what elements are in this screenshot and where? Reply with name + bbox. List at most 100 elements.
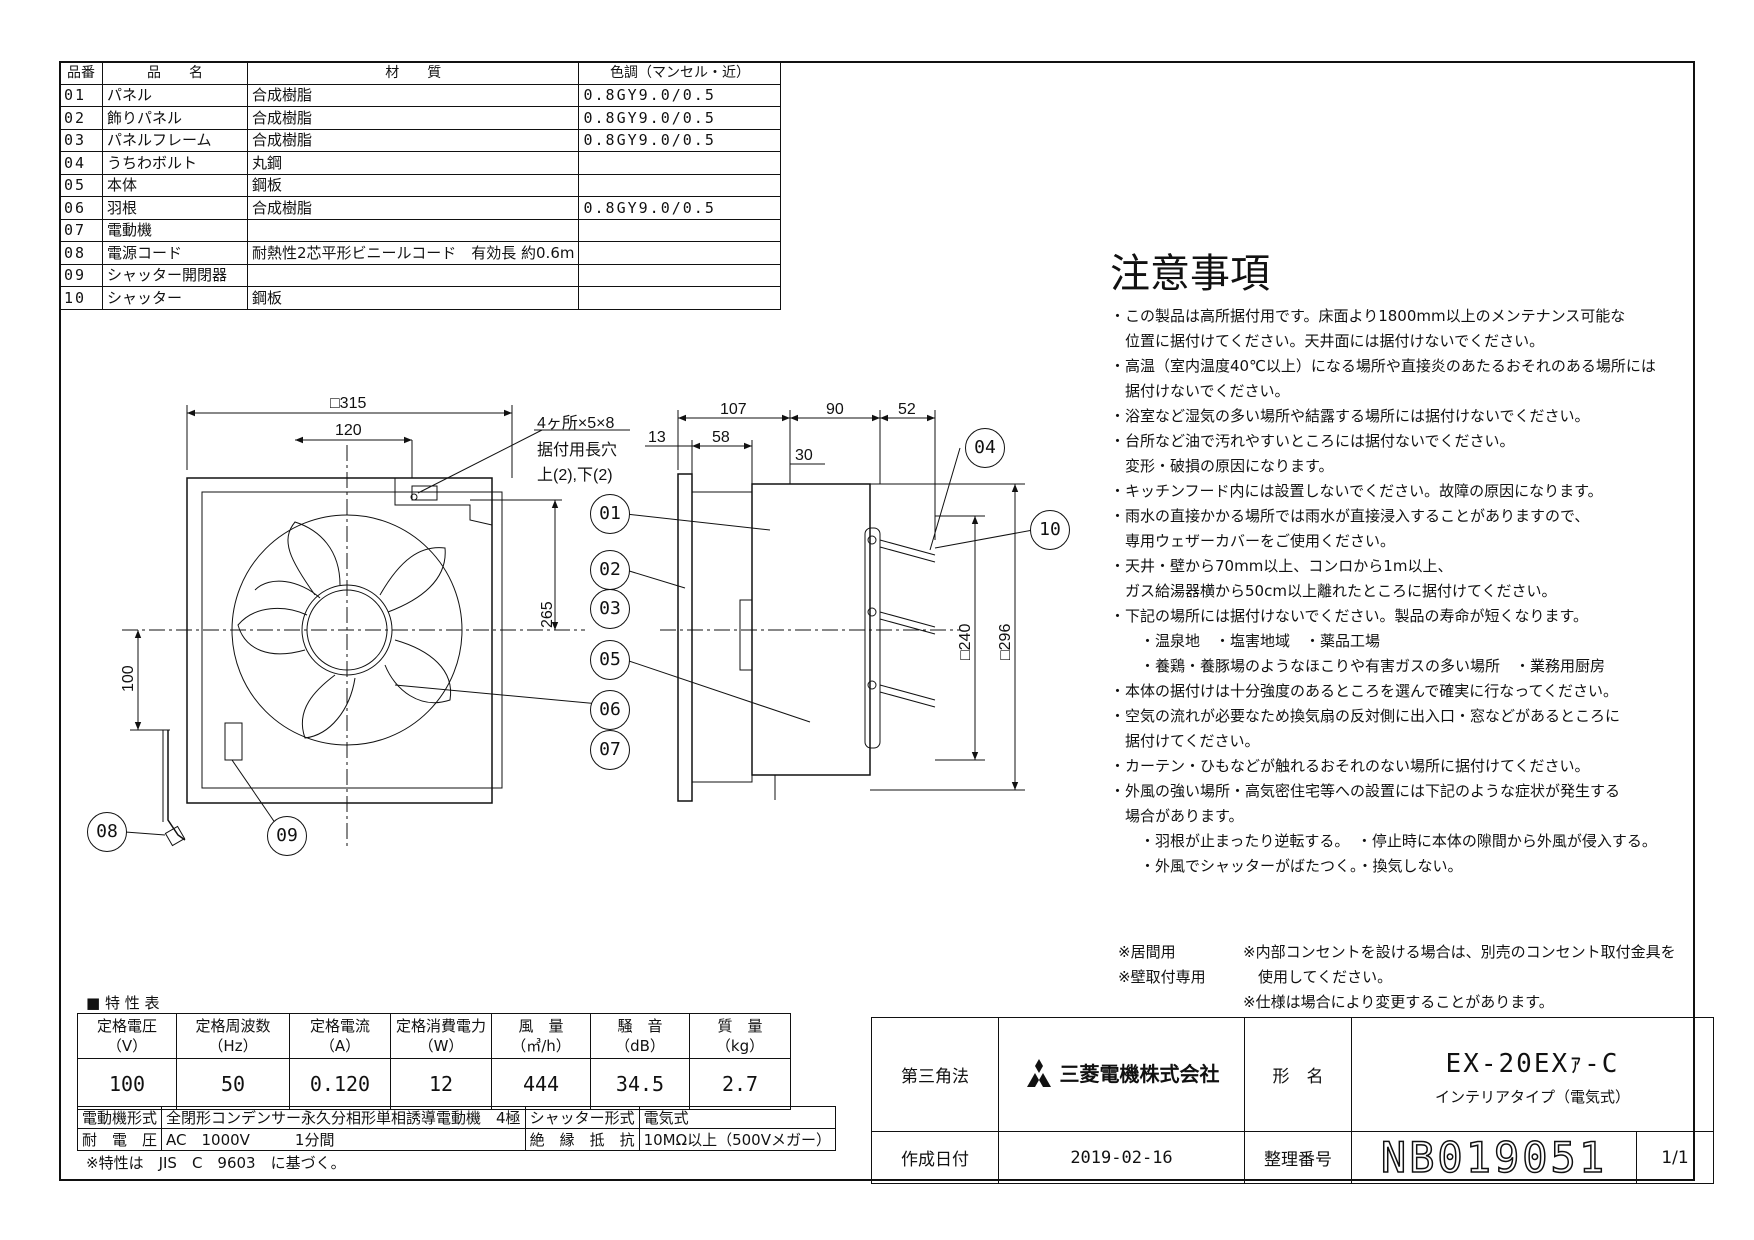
caution-line: ・本体の据付けは十分強度のあるところを選んで確実に行なってください。 <box>1110 682 1619 700</box>
footer-note-outlet-2: 使用してください。 <box>1243 968 1393 986</box>
dim-315-label: □315 <box>330 395 366 412</box>
caution-line: ・この製品は高所据付用です。床面より1800mm以上のメンテナンス可能な <box>1110 307 1626 325</box>
part-no: 10 <box>59 286 103 310</box>
spec-header-name: 定格周波数 <box>195 1017 271 1035</box>
spec-header: 風 量 （㎥/h） <box>491 1013 591 1059</box>
spec-header: 騒 音（dB） <box>590 1013 690 1059</box>
part-name: 飾りパネル <box>102 106 248 130</box>
caution-line: ・キッチンフード内には設置しないでください。故障の原因になります。 <box>1110 482 1603 500</box>
part-name: 羽根 <box>102 196 248 220</box>
callout-09: 09 <box>267 816 307 856</box>
part-name: パネル <box>102 83 248 107</box>
caution-line: 据付けないでください。 <box>1110 382 1290 400</box>
spec-header: 定格電流（A） <box>289 1013 391 1059</box>
part-name: うちわボルト <box>102 151 248 175</box>
spec-table: 定格電圧（V）定格周波数（Hz）定格電流（A）定格消費電力（W）風 量（㎥/h）… <box>77 1013 791 1110</box>
spec-header-unit: （A） <box>319 1037 361 1055</box>
side-bracket <box>864 527 881 749</box>
header-part-name: 品 名 <box>102 61 248 85</box>
side-shutter-blades <box>879 539 936 701</box>
dim-107-label: 107 <box>720 401 747 418</box>
power-cord <box>167 730 186 841</box>
callout-05: 05 <box>590 640 630 680</box>
part-no: 08 <box>59 241 103 265</box>
front-shutter-housing <box>394 478 493 526</box>
callout-01: 01 <box>590 494 630 534</box>
caution-line: ・外風でシャッターがばたつく。・換気しない。 <box>1110 857 1463 875</box>
caution-line: ・外風の強い場所・高気密住宅等への設置には下記のような症状が発生する <box>1110 782 1621 800</box>
spec-value: 100 <box>77 1058 177 1110</box>
shutter-switch <box>224 722 243 761</box>
caution-line: ・温泉地 ・塩害地域 ・薬品工場 <box>1110 632 1381 650</box>
part-material: 鋼板 <box>246 173 580 197</box>
caution-notes: 注意事項 ・この製品は高所据付用です。床面より1800mm以上のメンテナンス可能… <box>1110 248 1657 879</box>
spec-note: ※特性は JIS C 9603 に基づく。 <box>86 1154 346 1172</box>
insulation-value: 10MΩ以上（500Vメガー） <box>638 1128 836 1151</box>
spec-header-name: 風 量 <box>518 1017 564 1035</box>
spec-value: 2.7 <box>689 1058 791 1110</box>
spec-header: 質 量（kg） <box>689 1013 791 1059</box>
hole-note-3: 上(2),下(2) <box>537 466 613 484</box>
dim-30-label: 30 <box>795 447 813 464</box>
caution-line: ・空気の流れが必要なため換気扇の反対側に出入口・窓などがあるところに <box>1110 707 1621 725</box>
spec-value: 34.5 <box>590 1058 690 1110</box>
spec-table-title: ■ 特 性 表 <box>86 994 160 1012</box>
part-material: 合成樹脂 <box>246 196 580 220</box>
spec-header-unit: （㎥/h） <box>511 1037 571 1055</box>
spec-header: 定格電圧（V） <box>77 1013 177 1059</box>
spec-value: 50 <box>176 1058 290 1110</box>
hole-leader <box>417 429 543 494</box>
dim-90-label: 90 <box>826 401 844 418</box>
front-outer-panel <box>186 477 493 804</box>
model-cell: EX-20EXｧ-C インテリアタイプ（電気式） <box>1351 1017 1714 1132</box>
callout-06: 06 <box>590 690 630 730</box>
caution-line: 変形・破損の原因になります。 <box>1110 457 1334 475</box>
footer-note-living: ※居間用 <box>1118 943 1176 961</box>
spec-header-name: 騒 音 <box>617 1017 663 1035</box>
part-color: 0.8GY9.0/0.5 <box>578 106 782 130</box>
caution-line: 場合があります。 <box>1110 807 1244 825</box>
side-panel <box>677 473 693 802</box>
caution-line: 据付けてください。 <box>1110 732 1260 750</box>
motor-type-value: 全閉形コンデンサー永久分相形単相誘導電動機 4極 <box>161 1106 526 1129</box>
part-name: シャッター <box>102 286 248 310</box>
part-name: パネルフレーム <box>102 128 248 152</box>
creation-date: 2019-02-16 <box>998 1131 1245 1184</box>
part-color <box>578 173 782 197</box>
caution-line: ・浴室など湿気の多い場所や結露する場所には据付けないでください。 <box>1110 407 1590 425</box>
callout-08: 08 <box>87 812 127 852</box>
ref-number-label: 整理番号 <box>1244 1131 1352 1184</box>
spec-table-extra: 電動機形式 全閉形コンデンサー永久分相形単相誘導電動機 4極 シャッター形式 電… <box>76 1106 836 1151</box>
caution-line: ・羽根が止まったり逆転する。 ・停止時に本体の隙間から外風が侵入する。 <box>1110 832 1657 850</box>
model-label: 形 名 <box>1244 1017 1352 1132</box>
footer-note-spec-change: ※仕様は場合により変更することがあります。 <box>1243 993 1554 1011</box>
callout-02: 02 <box>590 550 630 590</box>
footer-note-wall: ※壁取付専用 <box>1118 968 1206 986</box>
callout-07: 07 <box>590 730 630 770</box>
dim-100-label: 100 <box>120 665 137 692</box>
part-color <box>578 151 782 175</box>
ref-number: NB019051 <box>1351 1131 1637 1184</box>
caution-line: ・台所など油で汚れやすいところには据付ないでください。 <box>1110 432 1515 450</box>
side-motor <box>739 599 753 671</box>
cord-plug <box>164 825 186 847</box>
dim-120-label: 120 <box>335 422 362 439</box>
motor-type-label: 電動機形式 <box>76 1106 163 1129</box>
part-material: 合成樹脂 <box>246 128 580 152</box>
caution-title: 注意事項 <box>1110 251 1270 297</box>
shutter-type-label: シャッター形式 <box>524 1106 640 1129</box>
callout-leaders <box>124 447 1034 836</box>
hole-note-2: 据付用長穴 <box>537 441 617 459</box>
spec-header-name: 定格電圧 <box>96 1017 157 1035</box>
dim-240-label: □240 <box>957 624 974 660</box>
withstand-voltage-label: 耐 電 圧 <box>76 1128 163 1151</box>
dim-296-label: □296 <box>997 624 1014 660</box>
front-view: □315 120 265 100 4ヶ所×5×8 据付用長穴 上(2),下(2) <box>120 395 630 850</box>
